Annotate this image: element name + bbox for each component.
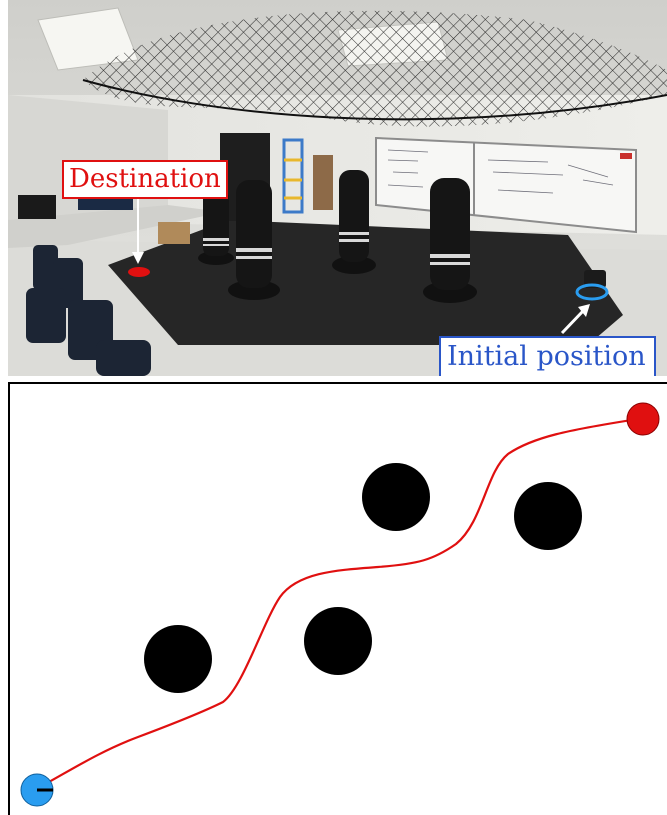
initial-position-arrow <box>560 304 590 335</box>
map-canvas <box>8 382 667 815</box>
destination-marker <box>128 267 150 277</box>
map-border <box>8 382 667 815</box>
obstacle-1 <box>144 625 212 693</box>
obstacle-4 <box>514 482 582 550</box>
initial-position-robot <box>20 773 54 807</box>
obstacle-3 <box>362 463 430 531</box>
lab-photo: Destination Initial position <box>8 0 667 376</box>
initial-position-label: Initial position <box>439 336 656 376</box>
destination-arrow <box>132 190 144 264</box>
obstacle-2 <box>304 607 372 675</box>
robot <box>575 270 609 301</box>
trajectory-path <box>37 417 639 789</box>
destination-label: Destination <box>62 160 228 199</box>
lab-scene <box>8 0 667 376</box>
trajectory-map <box>8 382 667 815</box>
destination-point <box>626 402 660 436</box>
punching-bags <box>198 170 477 303</box>
